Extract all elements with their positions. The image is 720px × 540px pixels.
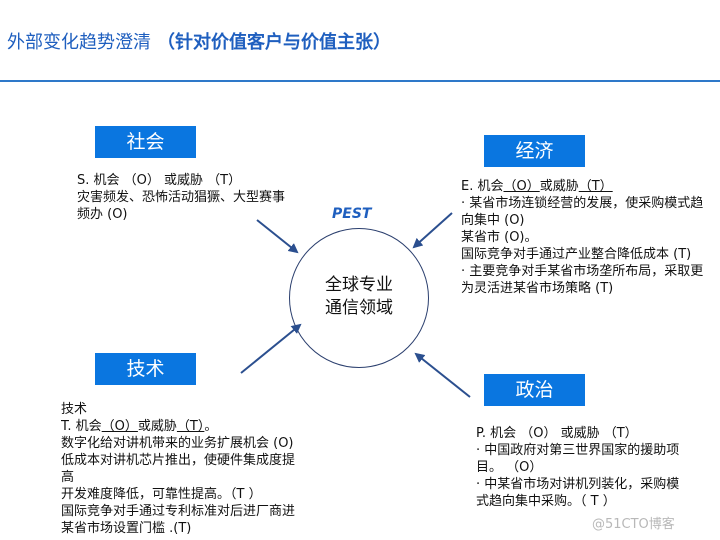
arrow-politics (414, 352, 471, 398)
social-box: 社会 (95, 126, 196, 158)
politics-text: P. 机会 （O） 或威胁 （T） · 中国政府对第三世界国家的援助项 目。 （… (476, 425, 706, 510)
politics-line: 目。 （O） (476, 460, 543, 475)
politics-line: · 中国政府对第三世界国家的援助项 (476, 443, 680, 458)
economic-line: · 主要竞争对手某省市场垄所布局，采取更 (461, 264, 704, 279)
title-main: 外部变化趋势澄清 (7, 32, 151, 53)
technology-line: 高 (61, 470, 75, 485)
center-text: 全球专业 通信领域 (298, 274, 420, 320)
arrow-economic (412, 212, 453, 249)
economic-head-part: （O） (503, 179, 540, 194)
pest-tag: PEST (332, 206, 372, 222)
technology-head-part: 。 (204, 419, 218, 434)
social-line: 灾害频发、恐怖活动猖獗、大型赛事 (77, 190, 286, 205)
technology-line: 开发难度降低，可靠性提高。（T ） (61, 487, 262, 502)
technology-box: 技术 (95, 353, 196, 385)
technology-line: 技术 (61, 402, 88, 417)
center-line: 全球专业 (325, 275, 393, 295)
technology-head-part: （T） (176, 419, 205, 434)
technology-line: 数字化给对讲机带来的业务扩展机会 (O) (61, 436, 294, 451)
social-line: S. 机会 （O） 或威胁 （T） (77, 173, 242, 188)
economic-head-part: （T） (578, 179, 613, 194)
economic-line: 向集中 (O) (461, 213, 525, 228)
economic-head-part: 或威胁 (539, 179, 579, 194)
technology-line: 国际竞争对手通过专利标准对后进厂商进 (61, 504, 296, 519)
economic-head: E. 机会（O）或威胁（T） (461, 178, 720, 195)
arrow-technology (240, 323, 302, 374)
politics-line: 式趋向集中采购。（ T ） (476, 494, 616, 509)
economic-head-part: E. 机会 (461, 179, 504, 194)
economic-box: 经济 (484, 135, 585, 167)
technology-head-part: 或威胁 (137, 419, 177, 434)
technology-line: 低成本对讲机芯片推出，使硬件集成度提 (61, 453, 296, 468)
politics-line: · 中某省市场对讲机列装化，采购模 (476, 477, 680, 492)
technology-text: 技术 T. 机会（O）或威胁（T）。 数字化给对讲机带来的业务扩展机会 (O) … (61, 401, 323, 537)
watermark: @51CTO博客 (592, 517, 675, 532)
header-divider (0, 80, 720, 82)
technology-label: 技术 (126, 358, 165, 380)
technology-head-part: （O） (101, 419, 138, 434)
economic-text: E. 机会（O）或威胁（T） · 某省市场连锁经营的发展，使采购模式趋 向集中 … (461, 178, 720, 297)
technology-head-part: T. 机会 (61, 419, 102, 434)
social-line: 频办 (O) (77, 207, 128, 222)
politics-line: P. 机会 （O） 或威胁 （T） (476, 426, 638, 441)
politics-box: 政治 (484, 374, 585, 406)
technology-line: 某省市场设置门槛 .(T) (61, 521, 192, 536)
technology-head: T. 机会（O）或威胁（T）。 (61, 418, 323, 435)
social-text: S. 机会 （O） 或威胁 （T） 灾害频发、恐怖活动猖獗、大型赛事 频办 (O… (77, 172, 307, 223)
arrow-social (256, 219, 299, 254)
economic-line: 为灵活进某省市场策略 (T) (461, 281, 614, 296)
economic-line: · 某省市场连锁经营的发展，使采购模式趋 (461, 196, 704, 211)
page-title: 外部变化趋势澄清 （针对价值客户与价值主张） (7, 28, 391, 54)
center-line: 通信领域 (325, 298, 393, 318)
title-subtitle: （针对价值客户与价值主张） (157, 32, 391, 53)
politics-label: 政治 (515, 379, 554, 401)
economic-label: 经济 (515, 140, 554, 162)
center-circle (289, 228, 429, 368)
economic-line: 国际竞争对手通过产业整合降低成本 (T) (461, 247, 692, 262)
social-label: 社会 (126, 131, 165, 153)
economic-line: 某省市 (O)。 (461, 230, 538, 245)
